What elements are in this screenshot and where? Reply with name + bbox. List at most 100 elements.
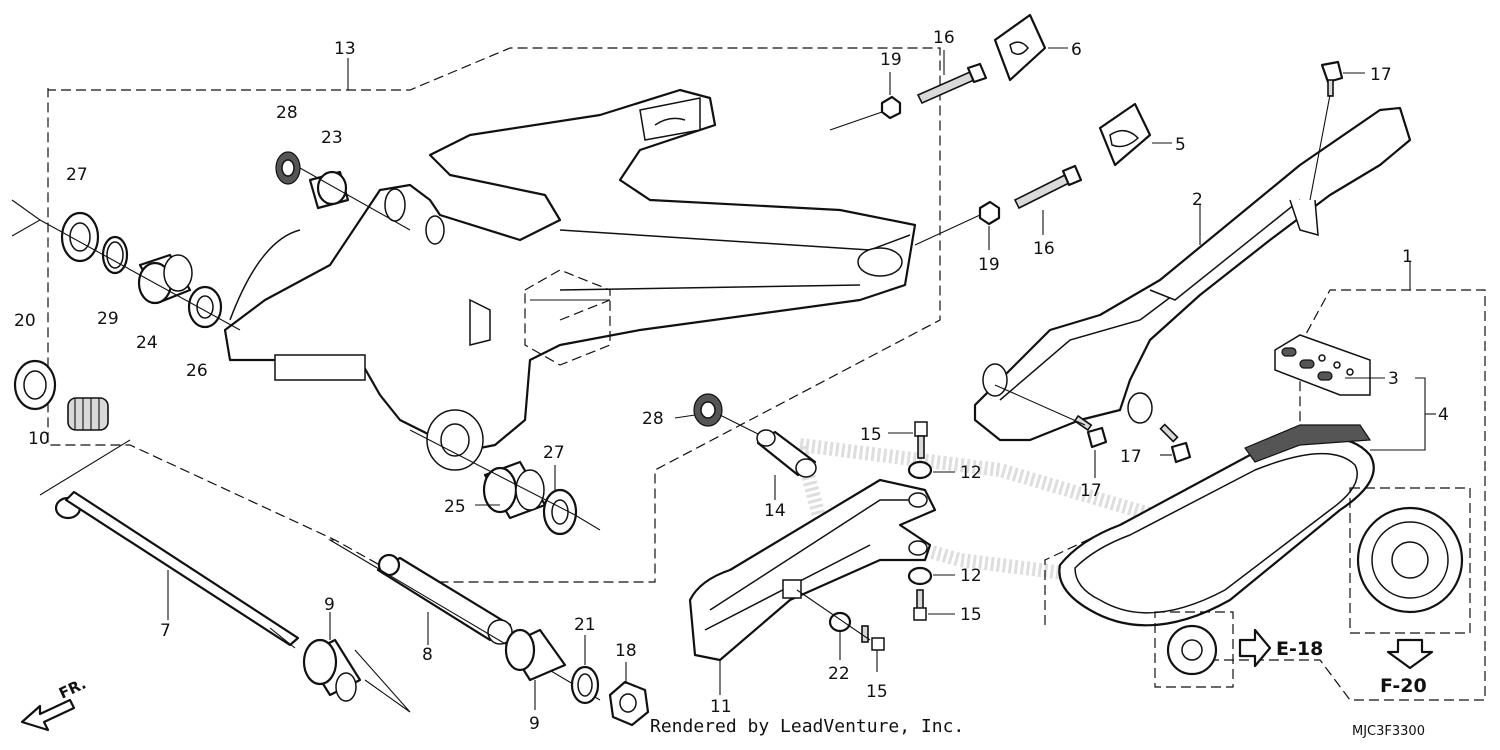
- swingarm[interactable]: [223, 88, 917, 471]
- callout-20[interactable]: 20: [14, 311, 36, 331]
- chain-adjuster-5[interactable]: [1098, 102, 1152, 167]
- lock-nut-19a[interactable]: [880, 95, 902, 120]
- leader-line-slider-bolt: [796, 589, 871, 641]
- bolt-17a[interactable]: [1320, 60, 1344, 97]
- circlip-29[interactable]: [101, 235, 129, 275]
- callout-19b[interactable]: 19: [978, 255, 1000, 275]
- callout-25[interactable]: 25: [444, 497, 466, 517]
- chain-slider-11[interactable]: [688, 478, 937, 662]
- callout-14[interactable]: 14: [764, 501, 786, 521]
- chain-case-2[interactable]: [973, 106, 1412, 442]
- drive-sprocket-reference[interactable]: [1154, 611, 1234, 688]
- leader-line-28b: [674, 414, 696, 419]
- collar-12b[interactable]: [907, 566, 933, 586]
- leader-line-8-axis: [327, 539, 601, 701]
- callout-26[interactable]: 26: [186, 361, 208, 381]
- dust-seal-28a[interactable]: [275, 151, 301, 185]
- collar-9a[interactable]: [302, 638, 362, 702]
- adjusting-bolt-16b[interactable]: [1013, 164, 1083, 210]
- callout-labels: 1 2 3 4 5 6 7 8 9 9 10 11 12 12 13 14 15…: [14, 28, 1449, 734]
- callout-28a[interactable]: 28: [276, 103, 298, 123]
- adjusting-bolt-16a[interactable]: [916, 62, 988, 105]
- callout-4[interactable]: 4: [1438, 405, 1449, 425]
- callout-16a[interactable]: 16: [933, 28, 955, 48]
- lock-nut-19b[interactable]: [978, 200, 1001, 226]
- callout-23[interactable]: 23: [321, 128, 343, 148]
- leader-line-10: [39, 439, 131, 496]
- callout-8[interactable]: 8: [422, 645, 433, 665]
- pivot-bolt-7[interactable]: [54, 490, 300, 649]
- callout-7[interactable]: 7: [160, 621, 171, 641]
- callout-9a[interactable]: 9: [324, 595, 335, 615]
- arrow-right-icon: [1238, 628, 1272, 668]
- diagram-code: MJC3F3300: [1352, 724, 1425, 739]
- callout-17c[interactable]: 17: [1120, 447, 1142, 467]
- collar-9b[interactable]: [504, 628, 567, 682]
- callout-15b[interactable]: 15: [960, 605, 982, 625]
- master-link-3[interactable]: [1274, 334, 1371, 396]
- dust-seal-28b[interactable]: [693, 393, 723, 427]
- callout-27b[interactable]: 27: [543, 443, 565, 463]
- bolt-17c[interactable]: [1159, 423, 1192, 464]
- driven-sprocket-reference[interactable]: [1349, 487, 1471, 634]
- callout-12b[interactable]: 12: [960, 566, 982, 586]
- leader-line-27a-axis: [11, 199, 241, 331]
- callout-11[interactable]: 11: [710, 697, 732, 717]
- dust-seal-21[interactable]: [570, 665, 600, 705]
- collar-12a[interactable]: [907, 460, 933, 480]
- leader-line-pivot: [299, 167, 411, 231]
- leader-line-17b-axis: [994, 384, 1086, 426]
- callout-24[interactable]: 24: [136, 333, 158, 353]
- bolt-17b[interactable]: [1073, 414, 1108, 449]
- bolt-15a[interactable]: [914, 421, 928, 459]
- drive-chain-4[interactable]: [1058, 424, 1375, 627]
- callout-13[interactable]: 13: [334, 39, 356, 59]
- leader-line-17a-axis: [1309, 94, 1331, 201]
- leader-line-27b-axis: [409, 429, 601, 531]
- bolt-15c[interactable]: [861, 625, 885, 651]
- callout-6[interactable]: 6: [1071, 40, 1082, 60]
- collar-22[interactable]: [828, 611, 852, 633]
- collar-23[interactable]: [308, 170, 350, 210]
- callout-18[interactable]: 18: [615, 641, 637, 661]
- reference-f20[interactable]: F-20: [1380, 675, 1427, 697]
- front-arrow-icon: [20, 698, 76, 732]
- needle-bearing-25[interactable]: [482, 460, 547, 520]
- leader-line-9a-axis: [354, 649, 411, 713]
- collar-14[interactable]: [756, 429, 817, 478]
- callout-2[interactable]: 2: [1192, 190, 1203, 210]
- dust-seal-27a[interactable]: [60, 211, 100, 263]
- arrow-down-icon: [1386, 638, 1434, 670]
- callout-3[interactable]: 3: [1388, 369, 1399, 389]
- callout-27a[interactable]: 27: [66, 165, 88, 185]
- nut-18[interactable]: [608, 680, 650, 727]
- lock-nut-20[interactable]: [13, 359, 57, 411]
- callout-16b[interactable]: 16: [1033, 239, 1055, 259]
- callout-10[interactable]: 10: [28, 429, 50, 449]
- callout-22[interactable]: 22: [828, 664, 850, 684]
- callout-12a[interactable]: 12: [960, 463, 982, 483]
- front-marker-label: FR.: [56, 675, 89, 703]
- callout-9b[interactable]: 9: [529, 714, 540, 734]
- dust-seal-27b[interactable]: [542, 488, 578, 536]
- chain-adjuster-6[interactable]: [993, 13, 1047, 82]
- callout-29[interactable]: 29: [97, 309, 119, 329]
- render-credit: Rendered by LeadVenture, Inc.: [650, 716, 964, 737]
- adjusting-bolt-10[interactable]: [67, 397, 109, 431]
- callout-1[interactable]: 1: [1402, 247, 1413, 267]
- callout-21[interactable]: 21: [574, 615, 596, 635]
- reference-e18[interactable]: E-18: [1276, 638, 1323, 660]
- callout-15a[interactable]: 15: [860, 425, 882, 445]
- callout-17b[interactable]: 17: [1080, 481, 1102, 501]
- callout-17a[interactable]: 17: [1370, 65, 1392, 85]
- callout-28b[interactable]: 28: [642, 409, 664, 429]
- bolt-15b[interactable]: [913, 589, 927, 621]
- callout-19a[interactable]: 19: [880, 50, 902, 70]
- pivot-collar-8[interactable]: [376, 553, 513, 645]
- swingarm-assembly-boundary: [47, 47, 941, 583]
- ball-bearing-26[interactable]: [187, 285, 223, 329]
- callout-5[interactable]: 5: [1175, 135, 1186, 155]
- callout-15c[interactable]: 15: [866, 682, 888, 702]
